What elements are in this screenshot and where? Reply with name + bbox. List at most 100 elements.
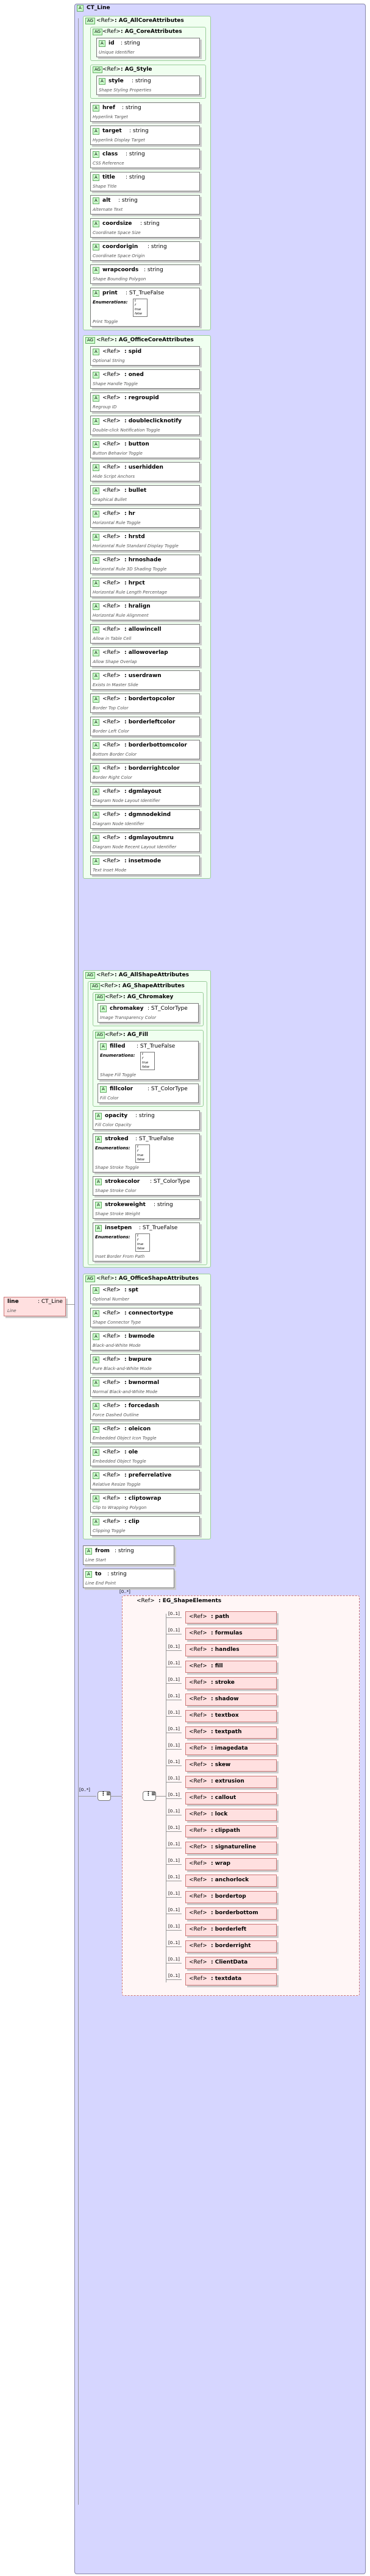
ref-label: <Ref> [102, 650, 121, 656]
attribute-type: : ST_TrueFalse [137, 1043, 176, 1049]
element-multiplicity: [0..1] [168, 1809, 180, 1814]
type-tag-icon: AG [93, 66, 103, 73]
ref-label: <Ref> [96, 1276, 115, 1282]
element-box [185, 1677, 277, 1689]
type-tag-icon: A [85, 1571, 92, 1578]
attribute-doc: Diagram Node Identifier [93, 821, 144, 826]
connector-line [166, 1683, 182, 1684]
type-tag-icon: A [93, 673, 99, 679]
connector-line [78, 1795, 96, 1797]
ref-label: <Ref> [102, 626, 121, 633]
ref-label: <Ref> [102, 1519, 121, 1525]
ref-label: <Ref> [189, 1943, 207, 1949]
connector-line [166, 1782, 182, 1783]
connector-line [166, 1831, 182, 1832]
element-box [185, 1809, 277, 1821]
attribute-doc: Inset Border From Path [95, 1254, 145, 1259]
attribute-name: coordorigin [102, 244, 138, 250]
element-box [185, 1842, 277, 1854]
ref-label: <Ref> [189, 1647, 207, 1653]
attribute-box [90, 1331, 200, 1350]
attribute-box [90, 346, 200, 366]
attribute-doc: Normal Black-and-White Mode [93, 1389, 158, 1394]
attribute-box [90, 439, 200, 458]
attribute-box [90, 694, 200, 713]
attribute-name: from [95, 1548, 110, 1554]
attribute-doc: Shape Stroke Color [95, 1188, 137, 1193]
type-tag-icon: A [93, 742, 99, 749]
attribute-box [93, 1176, 200, 1196]
attribute-box [90, 1400, 200, 1420]
enumeration-value: f [135, 303, 136, 307]
element-name: : shadow [211, 1696, 239, 1702]
attribute-name: alt [102, 197, 111, 204]
type-tag-icon: A [93, 1310, 99, 1317]
ref-label: <Ref> [102, 719, 121, 725]
connector-line [166, 1798, 182, 1799]
type-tag-icon: A [93, 650, 99, 656]
ref-label: <Ref> [102, 1357, 121, 1363]
attribute-name: : bordertopcolor [124, 696, 175, 702]
ref-label: <Ref> [189, 1893, 207, 1900]
attribute-doc: Exists In Master Slide [93, 683, 138, 687]
element-name: : borderleft [211, 1926, 247, 1932]
ref-label: <Ref> [102, 603, 121, 609]
element-box [185, 1743, 277, 1755]
ref-label: <Ref> [189, 1778, 207, 1784]
type-tag-icon: A [93, 418, 99, 425]
element-multiplicity: [0..1] [168, 1940, 180, 1945]
connector-line [166, 1716, 182, 1717]
element-name: : imagedata [211, 1745, 248, 1751]
attribute-box [93, 1199, 200, 1219]
element-multiplicity: [0..1] [168, 1677, 180, 1682]
type-tag-icon: A [93, 557, 99, 564]
element-multiplicity: [0..1] [168, 1661, 180, 1666]
attribute-doc: Coordinate Space Origin [93, 254, 145, 258]
ref-label: <Ref> [105, 994, 123, 1000]
attribute-box [93, 1110, 200, 1130]
ref-label: <Ref> [137, 1598, 155, 1604]
attribute-box [90, 1493, 200, 1513]
ref-label: <Ref> [102, 765, 121, 772]
attribute-box [90, 555, 200, 574]
attribute-box [90, 264, 200, 284]
ref-label: <Ref> [102, 464, 121, 470]
ref-label: <Ref> [102, 835, 121, 841]
ref-label: <Ref> [189, 1745, 207, 1751]
attribute-type: : string [121, 40, 140, 46]
ref-label: <Ref> [102, 1333, 121, 1339]
attribute-box [90, 462, 200, 481]
attribute-name: : cliptowrap [124, 1496, 162, 1502]
attribute-group-name: : AG_OfficeCoreAttributes [115, 337, 194, 343]
root-element-line [4, 1297, 66, 1316]
attribute-doc: Clip to Wrapping Polygon [93, 1505, 147, 1510]
enumeration-list [133, 299, 148, 317]
attribute-doc: Hyperlink Target [93, 115, 128, 119]
ref-label: <Ref> [96, 18, 115, 24]
attribute-box [90, 740, 200, 759]
type-tag-icon: A [93, 858, 99, 865]
attribute-doc: Line Start [85, 1558, 106, 1563]
element-name: : signatureline [211, 1844, 257, 1850]
attribute-name: : bwmode [124, 1333, 155, 1339]
ref-label: <Ref> [102, 696, 121, 702]
attribute-doc: Bottom Border Color [93, 752, 137, 757]
attribute-box [83, 1545, 174, 1565]
attribute-group-name: : AG_ShapeAttributes [118, 983, 185, 989]
attribute-type: : string [129, 128, 149, 134]
attribute-doc: Shape Styling Properties [99, 88, 152, 93]
attribute-box [90, 172, 200, 191]
ref-label: <Ref> [189, 1844, 207, 1850]
attribute-doc: Fill Color Opacity [95, 1123, 132, 1127]
attribute-name: : dgmlayout [124, 789, 162, 795]
type-tag-icon: A [93, 765, 99, 772]
element-multiplicity: [0..1] [168, 1825, 180, 1830]
attribute-type: : string [135, 1113, 155, 1119]
element-group-multiplicity: [0..*] [119, 1589, 130, 1594]
attribute-doc: Horizontal Rule Length Percentage [93, 590, 168, 595]
root-element-type: : CT_Line [38, 1299, 63, 1305]
element-box [185, 1875, 277, 1887]
attribute-doc: Hide Script Anchors [93, 474, 135, 479]
ref-label: <Ref> [102, 441, 121, 447]
attribute-doc: Border Top Color [93, 706, 129, 711]
